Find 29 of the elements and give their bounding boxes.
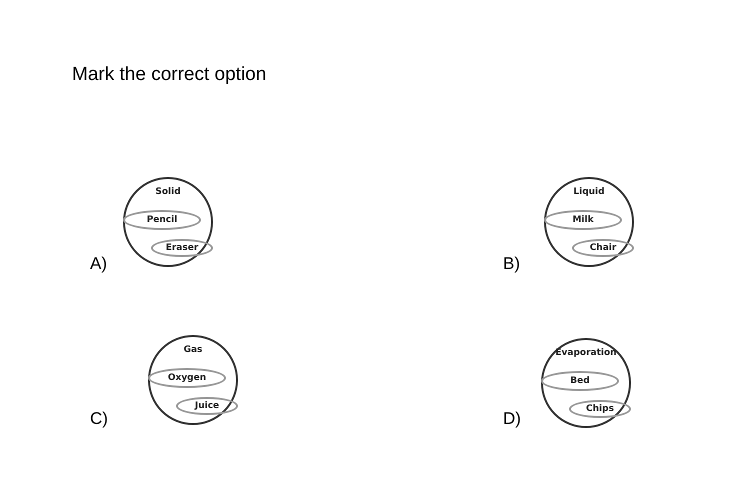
option-letter: A): [90, 254, 107, 274]
question-title: Mark the correct option: [72, 64, 266, 86]
item-label: Pencil: [146, 215, 178, 225]
item-oval: [123, 210, 201, 230]
category-circle: [541, 338, 631, 428]
item-label: Chips: [586, 404, 614, 414]
item-label: Juice: [194, 401, 220, 411]
option-letter: B): [503, 254, 520, 274]
item-label: Milk: [572, 215, 594, 225]
category-heading: Liquid: [572, 187, 606, 197]
option-letter: C): [90, 409, 108, 429]
item-oval: [176, 397, 238, 415]
category-heading: Gas: [182, 345, 204, 355]
category-circle: [544, 177, 634, 267]
category-heading: Evaporation: [554, 348, 618, 358]
item-oval: [151, 239, 213, 257]
item-oval: [541, 371, 619, 391]
item-oval: [544, 210, 622, 230]
item-label: Eraser: [166, 243, 198, 253]
item-oval: [569, 400, 631, 418]
item-oval: [572, 239, 634, 257]
category-circle: [148, 335, 238, 425]
item-oval: [148, 368, 226, 388]
item-label: Chair: [590, 243, 616, 253]
item-label: Bed: [570, 376, 590, 386]
option-letter: D): [503, 409, 521, 429]
category-circle: [123, 177, 213, 267]
item-label: Oxygen: [168, 373, 206, 383]
category-heading: Solid: [154, 187, 182, 197]
